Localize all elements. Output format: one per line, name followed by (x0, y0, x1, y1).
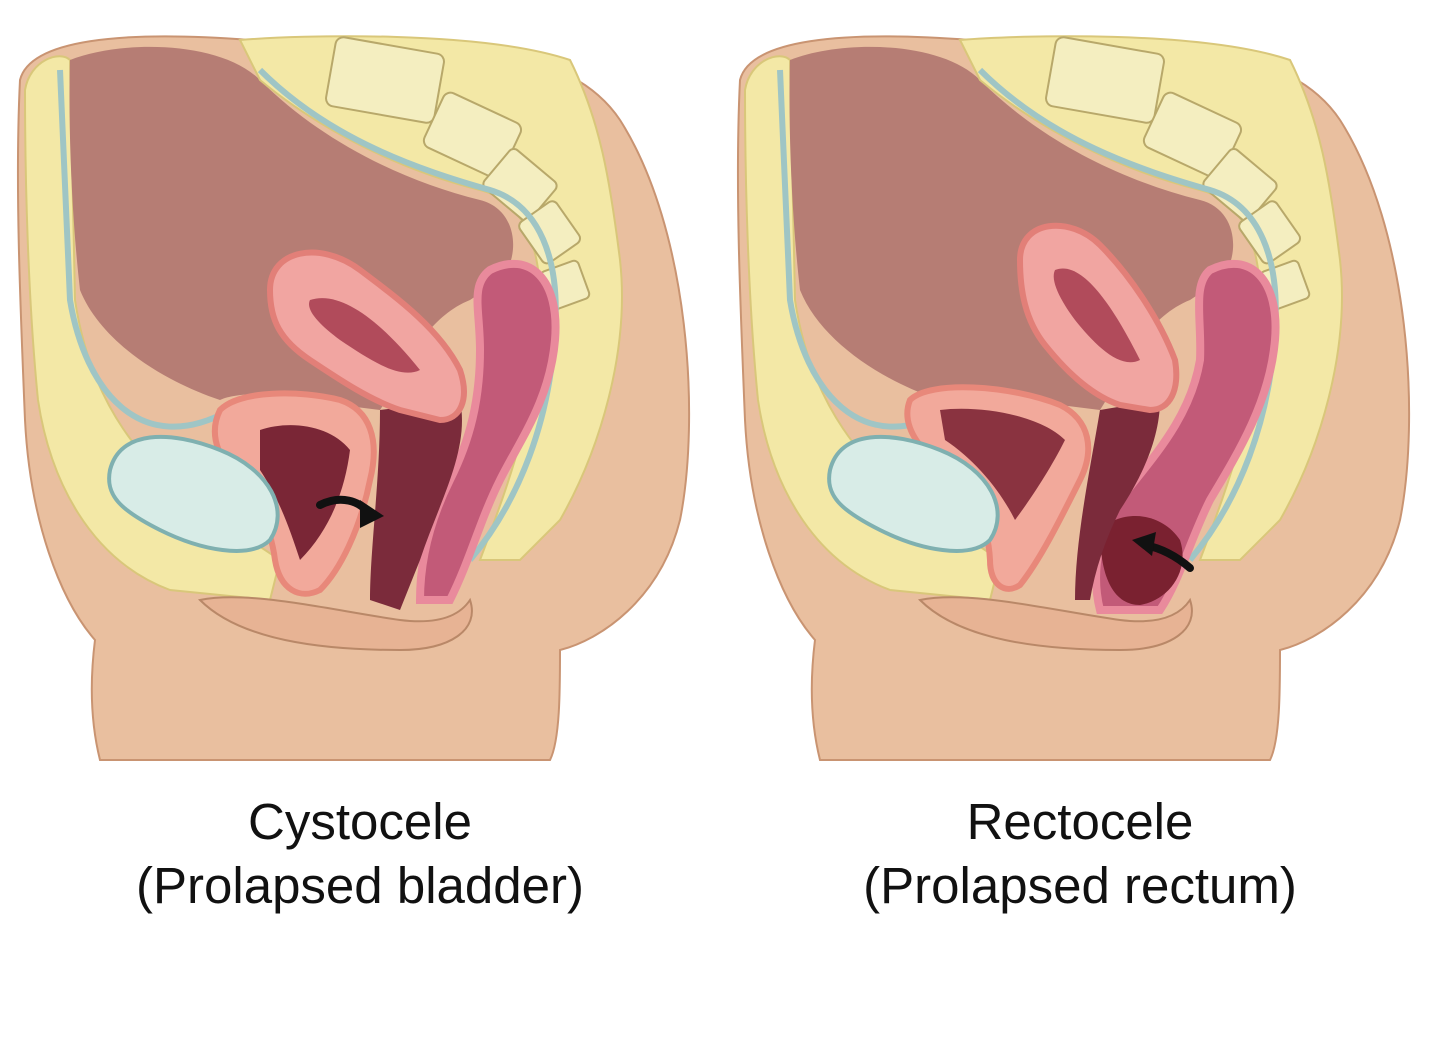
bladder-lumen (260, 425, 350, 560)
vagina (1075, 400, 1160, 600)
peritoneum-line-back (977, 67, 1279, 562)
vertebrae (325, 36, 591, 311)
rectocele-subtitle: (Prolapsed rectum) (863, 857, 1297, 914)
rectocele-caption: Rectocele (Prolapsed rectum) (720, 790, 1440, 918)
rectocele-panel: Rectocele (Prolapsed rectum) (720, 0, 1440, 1045)
peritoneum-line-back (257, 67, 559, 562)
cystocele-subtitle: (Prolapsed bladder) (136, 857, 584, 914)
cystocele-illustration (16, 35, 691, 761)
uterus-cavity (1053, 268, 1140, 363)
bladder-lumen (940, 408, 1065, 520)
prolapse-arrow (316, 495, 384, 528)
prolapse-arrow (1132, 532, 1194, 572)
pubic-bone (107, 434, 280, 553)
cystocele-caption: Cystocele (Prolapsed bladder) (0, 790, 720, 918)
uterus-cavity (309, 298, 420, 373)
rectocele-illustration (736, 35, 1411, 761)
pubic-bone (827, 434, 1000, 553)
rectocele-title: Rectocele (966, 793, 1194, 850)
cystocele-panel: Cystocele (Prolapsed bladder) (0, 35, 720, 918)
perineum (917, 596, 1193, 652)
abdominal-fat-layer (743, 55, 1002, 602)
vagina (370, 400, 462, 610)
rectocele-bulge (1100, 516, 1183, 605)
peritoneum-line-front (57, 69, 232, 430)
rectum (415, 259, 560, 604)
abdominal-fat-layer (23, 55, 282, 602)
perineum (197, 596, 473, 652)
cystocele-title: Cystocele (248, 793, 472, 850)
